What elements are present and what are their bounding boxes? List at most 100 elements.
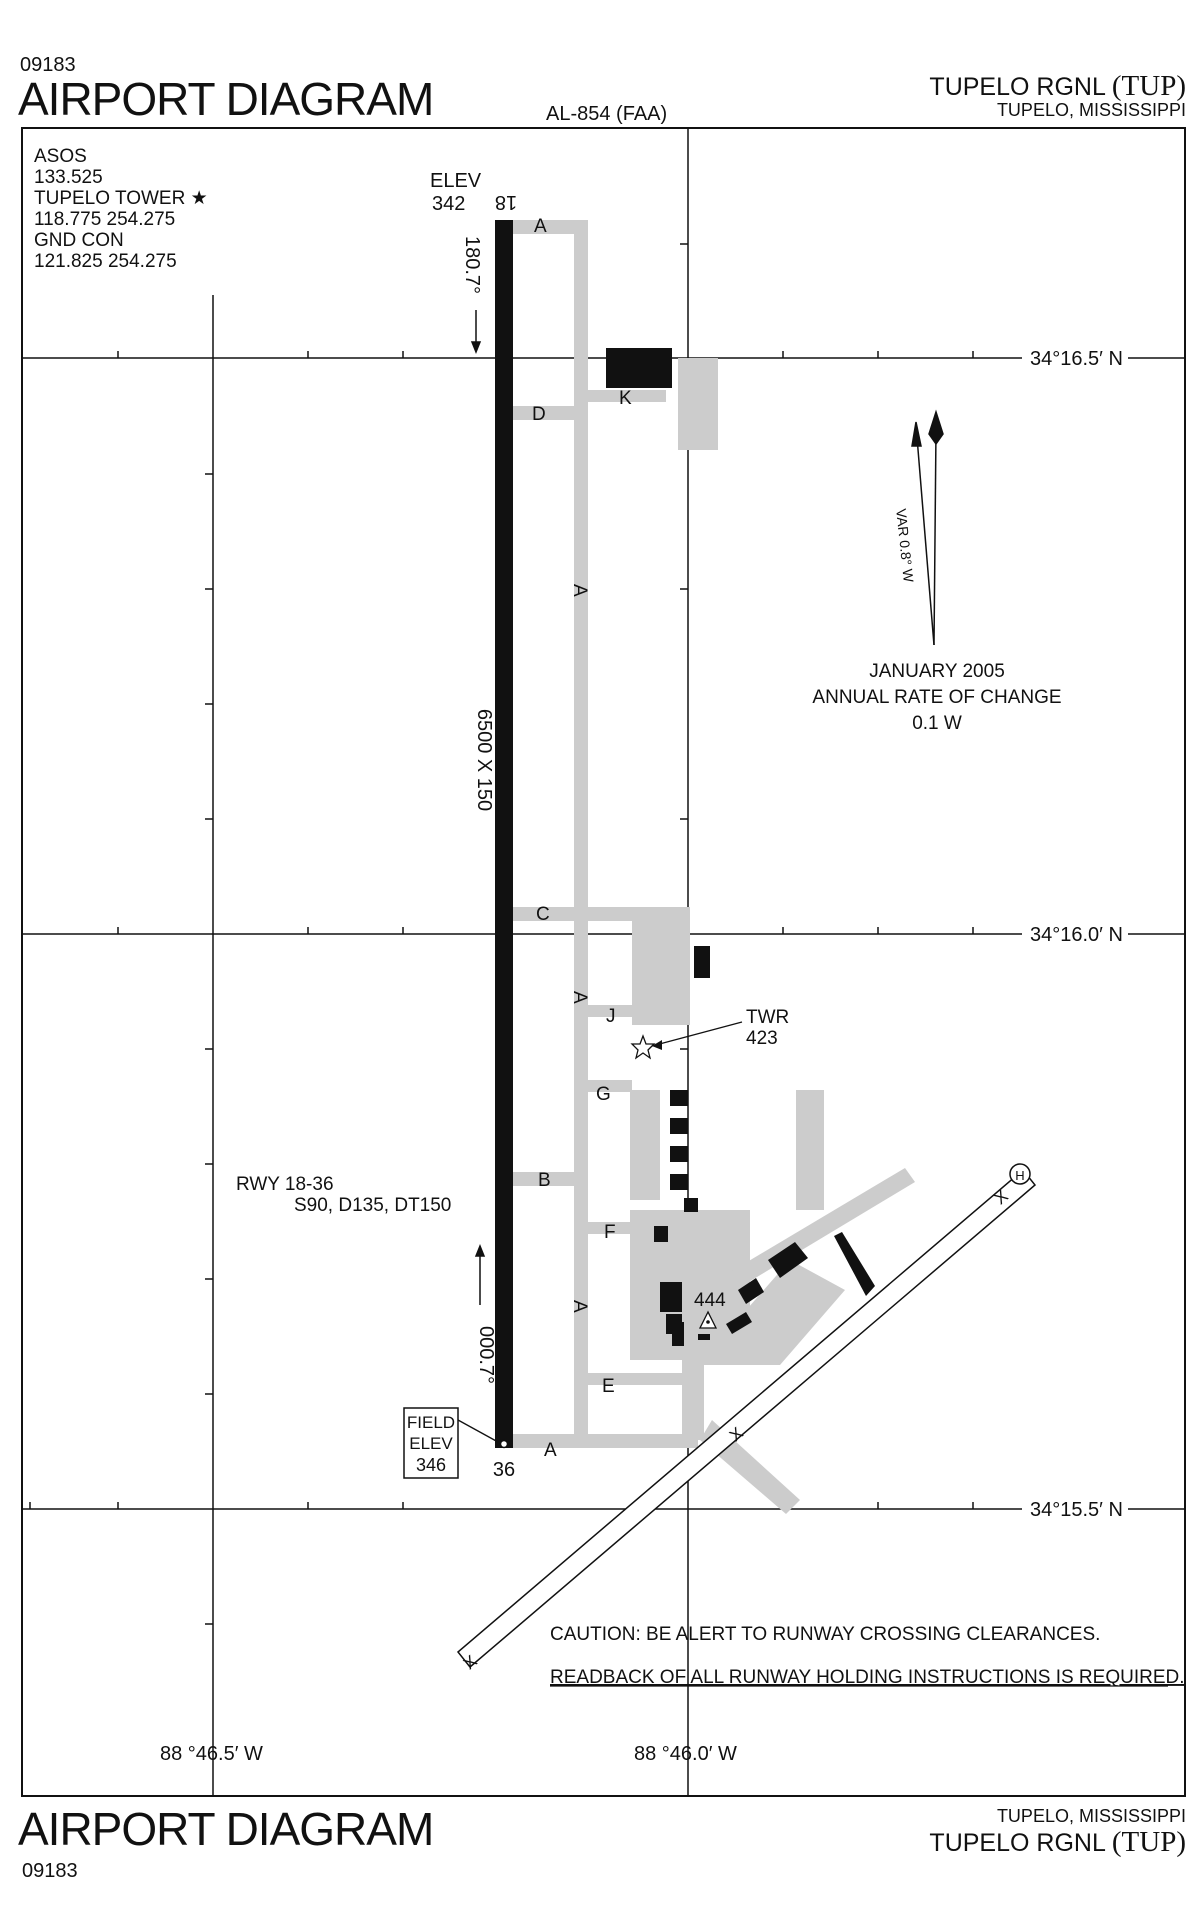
taxiway-network: [508, 220, 915, 1514]
runway-end-36: 36: [493, 1459, 515, 1481]
map-frame: [21, 127, 1186, 1797]
longitude-label-1: 88 °46.5′ W: [160, 1743, 263, 1765]
magnetic-north-line: [915, 424, 935, 646]
caution-note: CAUTION: BE ALERT TO RUNWAY CROSSING CLE…: [550, 1624, 1100, 1645]
elevation-label: ELEV: [430, 170, 482, 192]
procedure-id: AL-854 (FAA): [546, 103, 668, 125]
field-elevation-dot: [499, 1439, 509, 1449]
runway-strength: S90, D135, DT150: [294, 1195, 451, 1216]
taxiway-a-north-connector: [508, 220, 588, 234]
taxiway-label-a-north: A: [534, 216, 547, 237]
magnetic-variation-arrows: [911, 409, 944, 646]
airport-name-footer: TUPELO RGNL: [929, 1829, 1105, 1857]
true-north-arrow-icon: [928, 409, 944, 446]
airport-code-footer: (TUP): [1111, 1826, 1186, 1858]
building-4: [670, 1174, 688, 1190]
latitude-label-1: 34°16.5′ N: [1030, 348, 1123, 370]
taxiway-a-parallel: [574, 220, 588, 1448]
chart-code-bottom: 09183: [22, 1860, 78, 1882]
field-elev-value: 346: [416, 1455, 446, 1475]
frequency-list: ASOS 133.525 TUPELO TOWER ★ 118.775 254.…: [34, 146, 208, 272]
magnetic-variation-label: VAR 0.8° W: [893, 508, 917, 584]
taxiway-j: [588, 1005, 632, 1017]
taxiway-k: [574, 390, 666, 402]
building-7: [660, 1282, 682, 1312]
taxiway-label-a-south: A: [569, 991, 590, 1004]
airport-code: (TUP): [1111, 70, 1186, 102]
obstacle-elevation: 444: [694, 1290, 726, 1311]
building-1: [670, 1090, 688, 1106]
building-3: [670, 1146, 688, 1162]
runway-heading-south: 000.7°: [475, 1326, 497, 1384]
city-top: TUPELO, MISSISSIPPI: [996, 100, 1186, 120]
grid-ticks: [29, 243, 974, 1625]
airport-name-bottom: TUPELO RGNL (TUP): [929, 1826, 1186, 1859]
page-title-top: AIRPORT DIAGRAM: [18, 73, 434, 125]
latitude-label-3: 34°15.5′ N: [1030, 1499, 1123, 1521]
ramp-central: [632, 907, 690, 1025]
helipad-letter: H: [1015, 1168, 1024, 1183]
page-title-bottom: AIRPORT DIAGRAM: [18, 1803, 434, 1855]
magnetic-rate-label: ANNUAL RATE OF CHANGE: [812, 687, 1061, 708]
building-9: [672, 1322, 684, 1346]
part-time-star-icon: ★: [190, 188, 208, 209]
helipad-icon: [1009, 1163, 1031, 1185]
building-6: [654, 1226, 668, 1242]
runway-end-18: 18: [495, 191, 517, 213]
taxiway-label-k: K: [619, 388, 632, 409]
building-5: [684, 1198, 698, 1212]
tower-frequency: 118.775 254.275: [34, 209, 176, 230]
asos-frequency: 133.525: [34, 167, 103, 188]
taxiway-e: [588, 1373, 688, 1385]
building-k: [606, 348, 672, 388]
apron-terminal: [630, 1090, 660, 1200]
tower-label: TWR: [746, 1007, 789, 1028]
runway-designation: RWY 18-36: [236, 1174, 334, 1195]
taxiway-d: [508, 406, 574, 420]
tower-elevation: 423: [746, 1028, 778, 1049]
airport-name: TUPELO RGNL: [929, 73, 1105, 101]
runway-dimensions: 6500 X 150: [473, 709, 495, 811]
building-12: [738, 1278, 764, 1304]
tower-label: TUPELO TOWER: [34, 188, 186, 209]
asos-label: ASOS: [34, 146, 87, 167]
taxiway-label-f: F: [604, 1222, 616, 1243]
tower-leader-line: [651, 1021, 743, 1047]
taxiway-label-j: J: [606, 1006, 616, 1027]
obstacle-icon: [698, 1310, 718, 1329]
ramp-east-spur: [796, 1090, 824, 1210]
airport-name-top: TUPELO RGNL (TUP): [929, 70, 1186, 103]
apron-south-connector: [682, 1360, 704, 1440]
ramp-north: [678, 358, 718, 450]
building-13: [726, 1312, 752, 1334]
runway-heading-north: 180.7°: [461, 236, 483, 294]
field-elev-label-2: ELEV: [409, 1434, 453, 1453]
taxiway-label-e: E: [602, 1376, 615, 1397]
north-elevation-value: 342: [432, 193, 465, 215]
taxiway-label-b: B: [538, 1170, 551, 1191]
ground-control-frequency: 121.825 254.275: [34, 251, 177, 272]
chart-code-top: 09183: [20, 54, 76, 76]
latitude-label-2: 34°16.0′ N: [1030, 924, 1123, 946]
taxiway-g: [588, 1080, 632, 1092]
ramp-hangar-area: [700, 1260, 845, 1365]
magnetic-rate-value: 0.1 W: [912, 713, 962, 734]
taxiway-b: [508, 1172, 574, 1186]
taxiway-label-d: D: [532, 404, 546, 425]
runway-18-36: [495, 220, 513, 1448]
magnetic-date: JANUARY 2005: [869, 661, 1005, 682]
buildings: [606, 348, 875, 1346]
building-11: [768, 1242, 808, 1278]
taxiway-label-a-mid: A: [569, 584, 590, 597]
taxiway-label-a-lower: A: [569, 1300, 590, 1313]
building-10: [698, 1334, 710, 1340]
taxiway-f: [588, 1222, 632, 1234]
longitude-label-2: 88 °46.0′ W: [634, 1743, 737, 1765]
true-north-line: [933, 429, 937, 646]
taxiway-a-south-connector: [508, 1434, 698, 1448]
closed-runway: [456, 1163, 1037, 1669]
building-2: [670, 1118, 688, 1134]
readback-note: READBACK OF ALL RUNWAY HOLDING INSTRUCTI…: [550, 1667, 1185, 1688]
tower-label-row: TUPELO TOWER ★: [34, 188, 208, 209]
